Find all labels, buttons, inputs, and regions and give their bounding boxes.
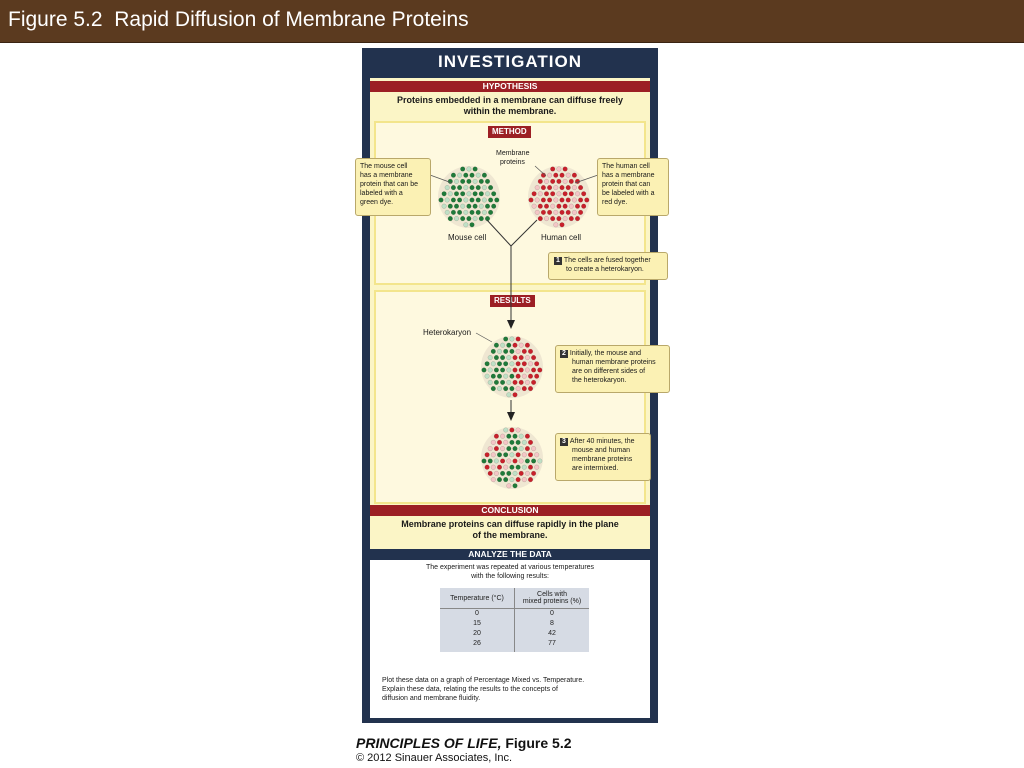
- human-callout-line: protein that can: [602, 181, 651, 188]
- mouse-callout-line: has a membrane: [360, 172, 413, 179]
- step2-text-line2: human membrane proteins: [572, 359, 656, 366]
- page-title: Figure 5.2 Rapid Diffusion of Membrane P…: [8, 8, 469, 31]
- step3-text-line3: membrane proteins: [572, 456, 633, 463]
- table-row: 20 42: [440, 629, 589, 639]
- human-callout-line: The human cell: [602, 163, 650, 170]
- method-tag: METHOD: [488, 126, 531, 138]
- table-col1-header: Temperature (°C): [440, 588, 515, 609]
- footer-citation: PRINCIPLES OF LIFE, Figure 5.2: [356, 735, 572, 751]
- table-row: 26 77: [440, 639, 589, 652]
- footer-figure: Figure 5.2: [501, 735, 572, 751]
- step3-text-line4: are intermixed.: [572, 465, 619, 472]
- table-col2-header-line2: mixed proteins (%): [522, 598, 582, 605]
- mouse-callout-line: green dye.: [360, 199, 394, 206]
- analyze-intro-line2: with the following results:: [471, 573, 549, 580]
- membrane-proteins-label-line2: proteins: [500, 159, 525, 166]
- step3-text-line2: mouse and human: [572, 447, 630, 454]
- table-col2-header: Cells with mixed proteins (%): [514, 588, 589, 609]
- analyze-intro-line1: The experiment was repeated at various t…: [425, 564, 595, 571]
- conclusion-text-line1: Membrane proteins can diffuse rapidly in…: [401, 519, 619, 529]
- data-table: Temperature (°C) Cells with mixed protei…: [440, 588, 589, 652]
- step1-text-line2: to create a heterokaryon.: [566, 266, 644, 273]
- step3-text-line1: After 40 minutes, the: [569, 438, 635, 445]
- mouse-callout-line: protein that can be: [360, 181, 418, 188]
- table-cell-temp: 0: [440, 608, 515, 619]
- footer-copyright: © 2012 Sinauer Associates, Inc.: [356, 752, 513, 764]
- table-header-row: Temperature (°C) Cells with mixed protei…: [440, 588, 589, 609]
- analyze-bar: ANALYZE THE DATA: [370, 549, 650, 560]
- heterokaryon-label: Heterokaryon: [423, 328, 472, 337]
- mouse-callout-line: labeled with a: [360, 190, 403, 197]
- analyze-body: The experiment was repeated at various t…: [370, 560, 650, 718]
- table-col2-header-line1: Cells with: [537, 591, 567, 598]
- step2-text-line4: the heterokaryon.: [572, 377, 627, 384]
- human-callout-line: be labeled with a: [602, 190, 655, 197]
- mouse-cell-callout: The mouse cell has a membrane protein th…: [355, 158, 431, 216]
- step2-text-line3: are on different sides of: [572, 368, 646, 375]
- conclusion-text-line2: of the membrane.: [472, 530, 548, 540]
- mouse-cell-label: Mouse cell: [448, 233, 487, 242]
- step2-text-line1: Initially, the mouse and: [569, 350, 641, 357]
- step2-number: 2: [560, 350, 568, 358]
- results-tag: RESULTS: [490, 295, 535, 307]
- human-cell-callout: The human cell has a membrane protein th…: [597, 158, 669, 216]
- table-cell-mixed: 8: [514, 619, 589, 629]
- step1-number: 1: [554, 257, 562, 265]
- table-cell-mixed: 42: [514, 629, 589, 639]
- instructions-line1: Plot these data on a graph of Percentage…: [382, 677, 585, 684]
- conclusion-bar: CONCLUSION: [370, 505, 650, 516]
- table-row: 15 8: [440, 619, 589, 629]
- table-cell-temp: 15: [440, 619, 515, 629]
- human-callout-line: has a membrane: [602, 172, 655, 179]
- table-cell-mixed: 0: [514, 608, 589, 619]
- human-callout-line: red dye.: [602, 199, 628, 206]
- step3-number: 3: [560, 438, 568, 446]
- hypothesis-text-line2: within the membrane.: [463, 106, 557, 116]
- footer-book: PRINCIPLES OF LIFE,: [356, 735, 502, 751]
- human-cell-label: Human cell: [541, 233, 582, 242]
- table-cell-temp: 26: [440, 639, 515, 652]
- table-cell-mixed: 77: [514, 639, 589, 652]
- mouse-callout-line: The mouse cell: [360, 163, 408, 170]
- hypothesis-bar: HYPOTHESIS: [370, 81, 650, 92]
- membrane-proteins-label-line1: Membrane: [496, 150, 530, 157]
- title-bar: Figure 5.2 Rapid Diffusion of Membrane P…: [0, 0, 1024, 43]
- instructions-line2: Explain these data, relating the results…: [382, 686, 558, 693]
- instructions-line3: diffusion and membrane fluidity.: [382, 695, 481, 702]
- table-row: 0 0: [440, 608, 589, 619]
- table-cell-temp: 20: [440, 629, 515, 639]
- step1-text-line1: The cells are fused together: [563, 257, 651, 264]
- investigation-title: INVESTIGATION: [438, 52, 582, 71]
- hypothesis-text-line1: Proteins embedded in a membrane can diff…: [396, 95, 624, 105]
